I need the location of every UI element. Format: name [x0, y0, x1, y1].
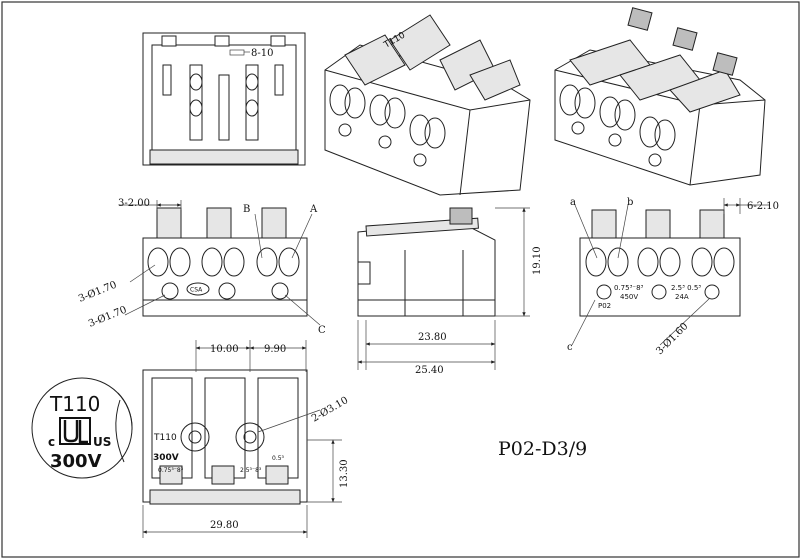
callout-a-rear: a	[570, 197, 576, 208]
callout-c-rear: c	[567, 342, 573, 353]
bottom-model: T110	[153, 433, 177, 443]
rear-view: 0.75³⁻8³ 450V 2.5³ 0.5³ 24A P02 6-2.10 a…	[567, 197, 779, 357]
bottom-spec-2: 2.5³⁻8³	[240, 467, 262, 474]
csa-logo	[186, 282, 210, 296]
csa-logo-text: CSA	[190, 287, 203, 294]
detail-voltage: 300V	[50, 451, 102, 472]
rear-spec-2: 2.5³ 0.5³	[671, 284, 701, 292]
callout-b-rear: b	[627, 197, 633, 208]
bottom-pitch-1: 10.00	[210, 344, 239, 355]
bottom-spec-3: 0.5³	[272, 455, 285, 462]
front-hole-dim-2: 3-Ø1.70	[87, 305, 128, 330]
side-inner-width-dim: 23.80	[418, 332, 447, 343]
front-view: CSA 3-2.00 B A C 3-Ø1.70 3-Ø1.70	[77, 198, 326, 336]
callout-a-front: A	[309, 204, 318, 215]
side-height-dim: 19.10	[532, 246, 543, 275]
detail-cert-left: c	[48, 435, 55, 449]
bottom-spec-1: 0.75³⁻8³	[158, 467, 184, 474]
isometric-view-open: T110	[324, 14, 531, 196]
bottom-pitch-2: 9.90	[264, 344, 286, 355]
isometric-view-closed	[554, 7, 766, 186]
top-view: 8-10	[142, 32, 306, 166]
front-pitch-dim: 3-2.00	[118, 198, 150, 209]
detail-model: T110	[49, 392, 100, 416]
rear-hole-dim: 3-Ø1.60	[654, 321, 690, 357]
callout-c-front: C	[318, 325, 326, 336]
rear-model: P02	[598, 302, 611, 310]
model-code: P02-D3/9	[498, 438, 587, 460]
ul-cert-icon	[59, 417, 91, 445]
bottom-height-dim: 13.30	[339, 459, 350, 488]
bottom-hole-dim: 2-Ø3.10	[310, 395, 350, 425]
bottom-voltage: 300V	[153, 453, 179, 463]
bottom-width-dim: 29.80	[210, 520, 239, 531]
rear-spec-1: 0.75³⁻8³	[614, 284, 644, 292]
bottom-view: T110 300V 0.75³⁻8³ 2.5³⁻8³ 0.5³ 10.00 9.…	[142, 340, 350, 538]
rear-pitch-dim: 6-2.10	[747, 201, 779, 212]
detail-cert-right: US	[93, 435, 111, 449]
side-outer-width-dim: 25.40	[415, 365, 444, 376]
front-hole-dim-1: 3-Ø1.70	[77, 280, 118, 305]
rear-current: 24A	[675, 293, 689, 301]
side-view: 19.10 23.80 25.40	[357, 207, 543, 376]
marking-detail: T110 c US 300V	[31, 377, 133, 479]
top-hole-label: 8-10	[251, 48, 273, 59]
callout-b-front: B	[243, 204, 250, 215]
rear-voltage: 450V	[620, 293, 638, 301]
